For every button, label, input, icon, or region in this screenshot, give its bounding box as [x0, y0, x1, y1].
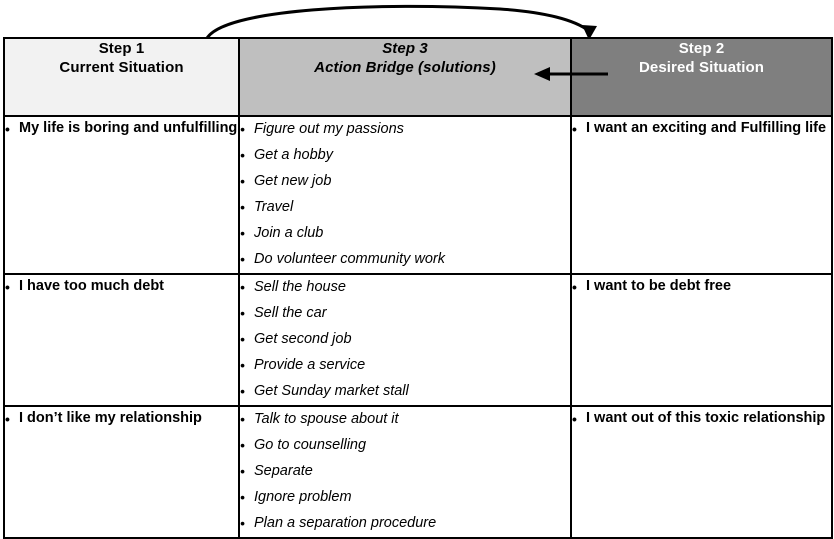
bullet-list: Sell the house Sell the car Get second j… — [240, 275, 570, 403]
list-item: Get Sunday market stall — [240, 379, 570, 403]
list-item: My life is boring and unfulfilling — [5, 117, 238, 141]
cell-action-bridge-1: Figure out my passions Get a hobby Get n… — [238, 115, 572, 275]
list-item: I want out of this toxic relationship — [572, 407, 831, 431]
list-item: Talk to spouse about it — [240, 407, 570, 431]
list-item: Join a club — [240, 221, 570, 245]
list-item: Travel — [240, 195, 570, 219]
list-item: Sell the house — [240, 275, 570, 299]
list-item: Do volunteer community work — [240, 247, 570, 271]
bullet-list: I want an exciting and Fulfilling life — [572, 117, 831, 141]
table-row: I have too much debt Sell the house Sell… — [3, 273, 833, 407]
diagram-canvas: Step 1 Current Situation Step 3 Action B… — [0, 0, 834, 526]
header-step1-title: Current Situation — [59, 59, 184, 76]
cell-desired-situation-3: I want out of this toxic relationship — [570, 405, 833, 539]
cell-action-bridge-3: Talk to spouse about it Go to counsellin… — [238, 405, 572, 539]
bullet-list: I have too much debt — [5, 275, 238, 299]
list-item: Separate — [240, 459, 570, 483]
table-row: My life is boring and unfulfilling Figur… — [3, 115, 833, 275]
cell-desired-situation-1: I want an exciting and Fulfilling life — [570, 115, 833, 275]
cell-desired-situation-2: I want to be debt free — [570, 273, 833, 407]
header-step2-step: Step 2 — [678, 40, 725, 57]
header-step1-step: Step 1 — [98, 40, 145, 57]
list-item: Get a hobby — [240, 143, 570, 167]
bullet-list: My life is boring and unfulfilling — [5, 117, 238, 141]
list-item: Get new job — [240, 169, 570, 193]
list-item: Ignore problem — [240, 485, 570, 509]
list-item: I want an exciting and Fulfilling life — [572, 117, 831, 141]
action-bridge-table: Step 1 Current Situation Step 3 Action B… — [3, 37, 833, 539]
table-row: I don’t like my relationship Talk to spo… — [3, 405, 833, 539]
cell-current-situation-3: I don’t like my relationship — [3, 405, 240, 539]
header-step2: Step 2 Desired Situation — [570, 37, 833, 117]
header-step3-title: Action Bridge (solutions) — [314, 59, 496, 76]
header-step3-step: Step 3 — [382, 40, 428, 57]
header-step1: Step 1 Current Situation — [3, 37, 240, 117]
header-step2-title: Desired Situation — [638, 59, 765, 76]
list-item: Go to counselling — [240, 433, 570, 457]
list-item: Sell the car — [240, 301, 570, 325]
cell-current-situation-2: I have too much debt — [3, 273, 240, 407]
table-header-row: Step 1 Current Situation Step 3 Action B… — [3, 37, 833, 117]
list-item: I don’t like my relationship — [5, 407, 238, 431]
list-item: Plan a separation procedure — [240, 511, 570, 535]
bullet-list: I want to be debt free — [572, 275, 831, 299]
cell-action-bridge-2: Sell the house Sell the car Get second j… — [238, 273, 572, 407]
bullet-list: I don’t like my relationship — [5, 407, 238, 431]
header-step3: Step 3 Action Bridge (solutions) — [238, 37, 572, 117]
cell-current-situation-1: My life is boring and unfulfilling — [3, 115, 240, 275]
bullet-list: Talk to spouse about it Go to counsellin… — [240, 407, 570, 535]
list-item: I have too much debt — [5, 275, 238, 299]
bullet-list: Figure out my passions Get a hobby Get n… — [240, 117, 570, 271]
list-item: Figure out my passions — [240, 117, 570, 141]
list-item: Get second job — [240, 327, 570, 351]
list-item: I want to be debt free — [572, 275, 831, 299]
bullet-list: I want out of this toxic relationship — [572, 407, 831, 431]
list-item: Provide a service — [240, 353, 570, 377]
